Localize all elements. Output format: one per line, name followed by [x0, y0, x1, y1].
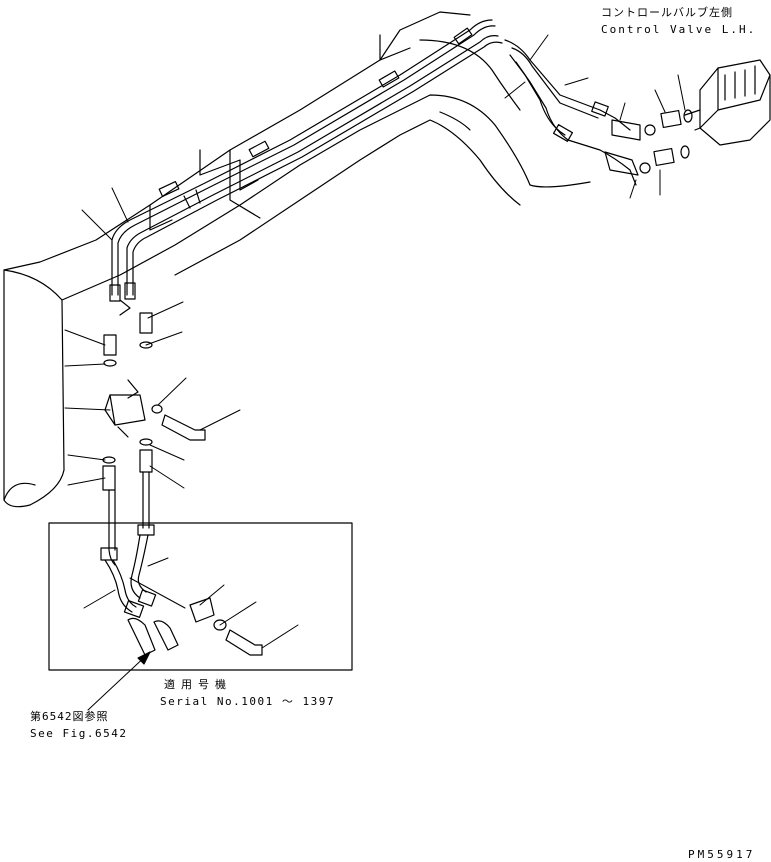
serial-range-label: Serial No.1001 ～ 1397 [160, 695, 335, 708]
drawing-number: PM55917 [688, 848, 756, 861]
inset-frame [49, 523, 352, 670]
lower-valve-assembly [101, 283, 205, 565]
boom-outline [4, 12, 590, 507]
boom-pipes [112, 20, 502, 295]
reference-arrow [88, 652, 150, 710]
figure-reference-jp: 第6542図参照 [30, 710, 109, 723]
leader-lines [65, 35, 685, 648]
control-valve-label-en: Control Valve L.H. [601, 23, 757, 36]
figure-reference-en: See Fig.6542 [30, 727, 128, 740]
applicable-serials-title: 適用号機 [164, 678, 232, 691]
control-valve-label-jp: コントロールバルブ左側 [601, 6, 733, 19]
valve-pipes [505, 40, 636, 185]
inset-pipes [105, 535, 262, 655]
control-valve-block [605, 60, 770, 175]
